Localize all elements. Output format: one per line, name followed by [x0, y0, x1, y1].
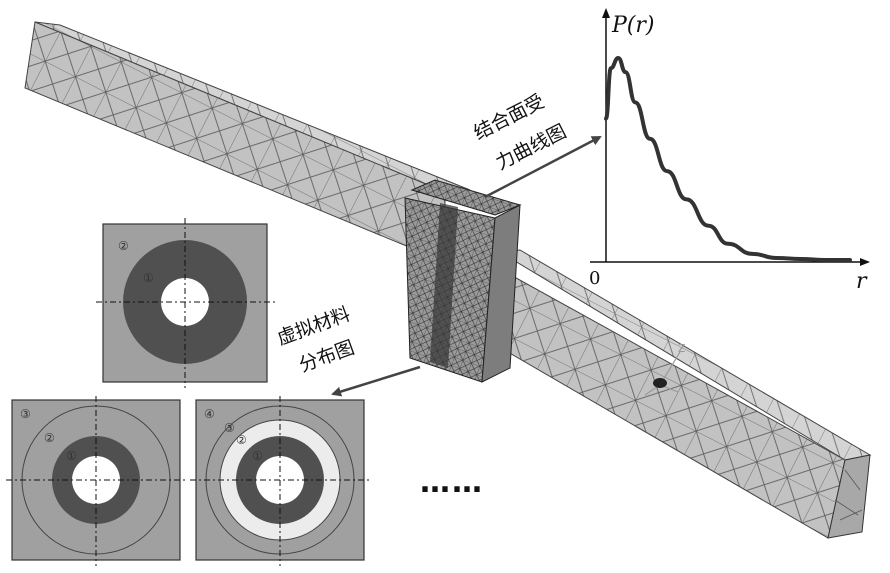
- distribution-map-4-zone: ① ② ③ ④: [190, 396, 370, 566]
- x-axis-label: r: [856, 269, 868, 294]
- map3-zone-label-4: ④: [204, 407, 215, 421]
- map3-zone-label-2: ②: [236, 433, 247, 447]
- map1-zone-label-2: ②: [118, 239, 129, 253]
- pressure-curve-chart: P(r) r 0: [589, 10, 868, 294]
- y-axis-label: P(r): [611, 13, 655, 38]
- origin-label: 0: [589, 268, 600, 289]
- distribution-map-2-zone: ① ②: [96, 218, 276, 388]
- beam-right-segment: [470, 250, 870, 538]
- map2-zone-label-3: ③: [20, 407, 31, 421]
- arrow-to-material-maps: [333, 367, 420, 394]
- beam-right-front-face: [470, 258, 845, 538]
- distribution-map-3-zone: ① ② ③: [6, 396, 186, 566]
- pressure-curve-line: [606, 58, 850, 260]
- continuation-ellipsis: ……: [420, 465, 484, 500]
- origin-node-icon: [653, 378, 667, 388]
- virtual-material-label-line2: 分布图: [296, 337, 357, 377]
- map3-zone-label-3: ③: [224, 421, 235, 435]
- joint-block: [405, 180, 520, 382]
- map2-zone-label-1: ①: [66, 449, 77, 463]
- map1-zone-label-1: ①: [143, 271, 154, 285]
- map3-zone-label-1: ①: [252, 449, 263, 463]
- axis-z-label: z: [678, 340, 685, 356]
- map2-zone-label-2: ②: [44, 431, 55, 445]
